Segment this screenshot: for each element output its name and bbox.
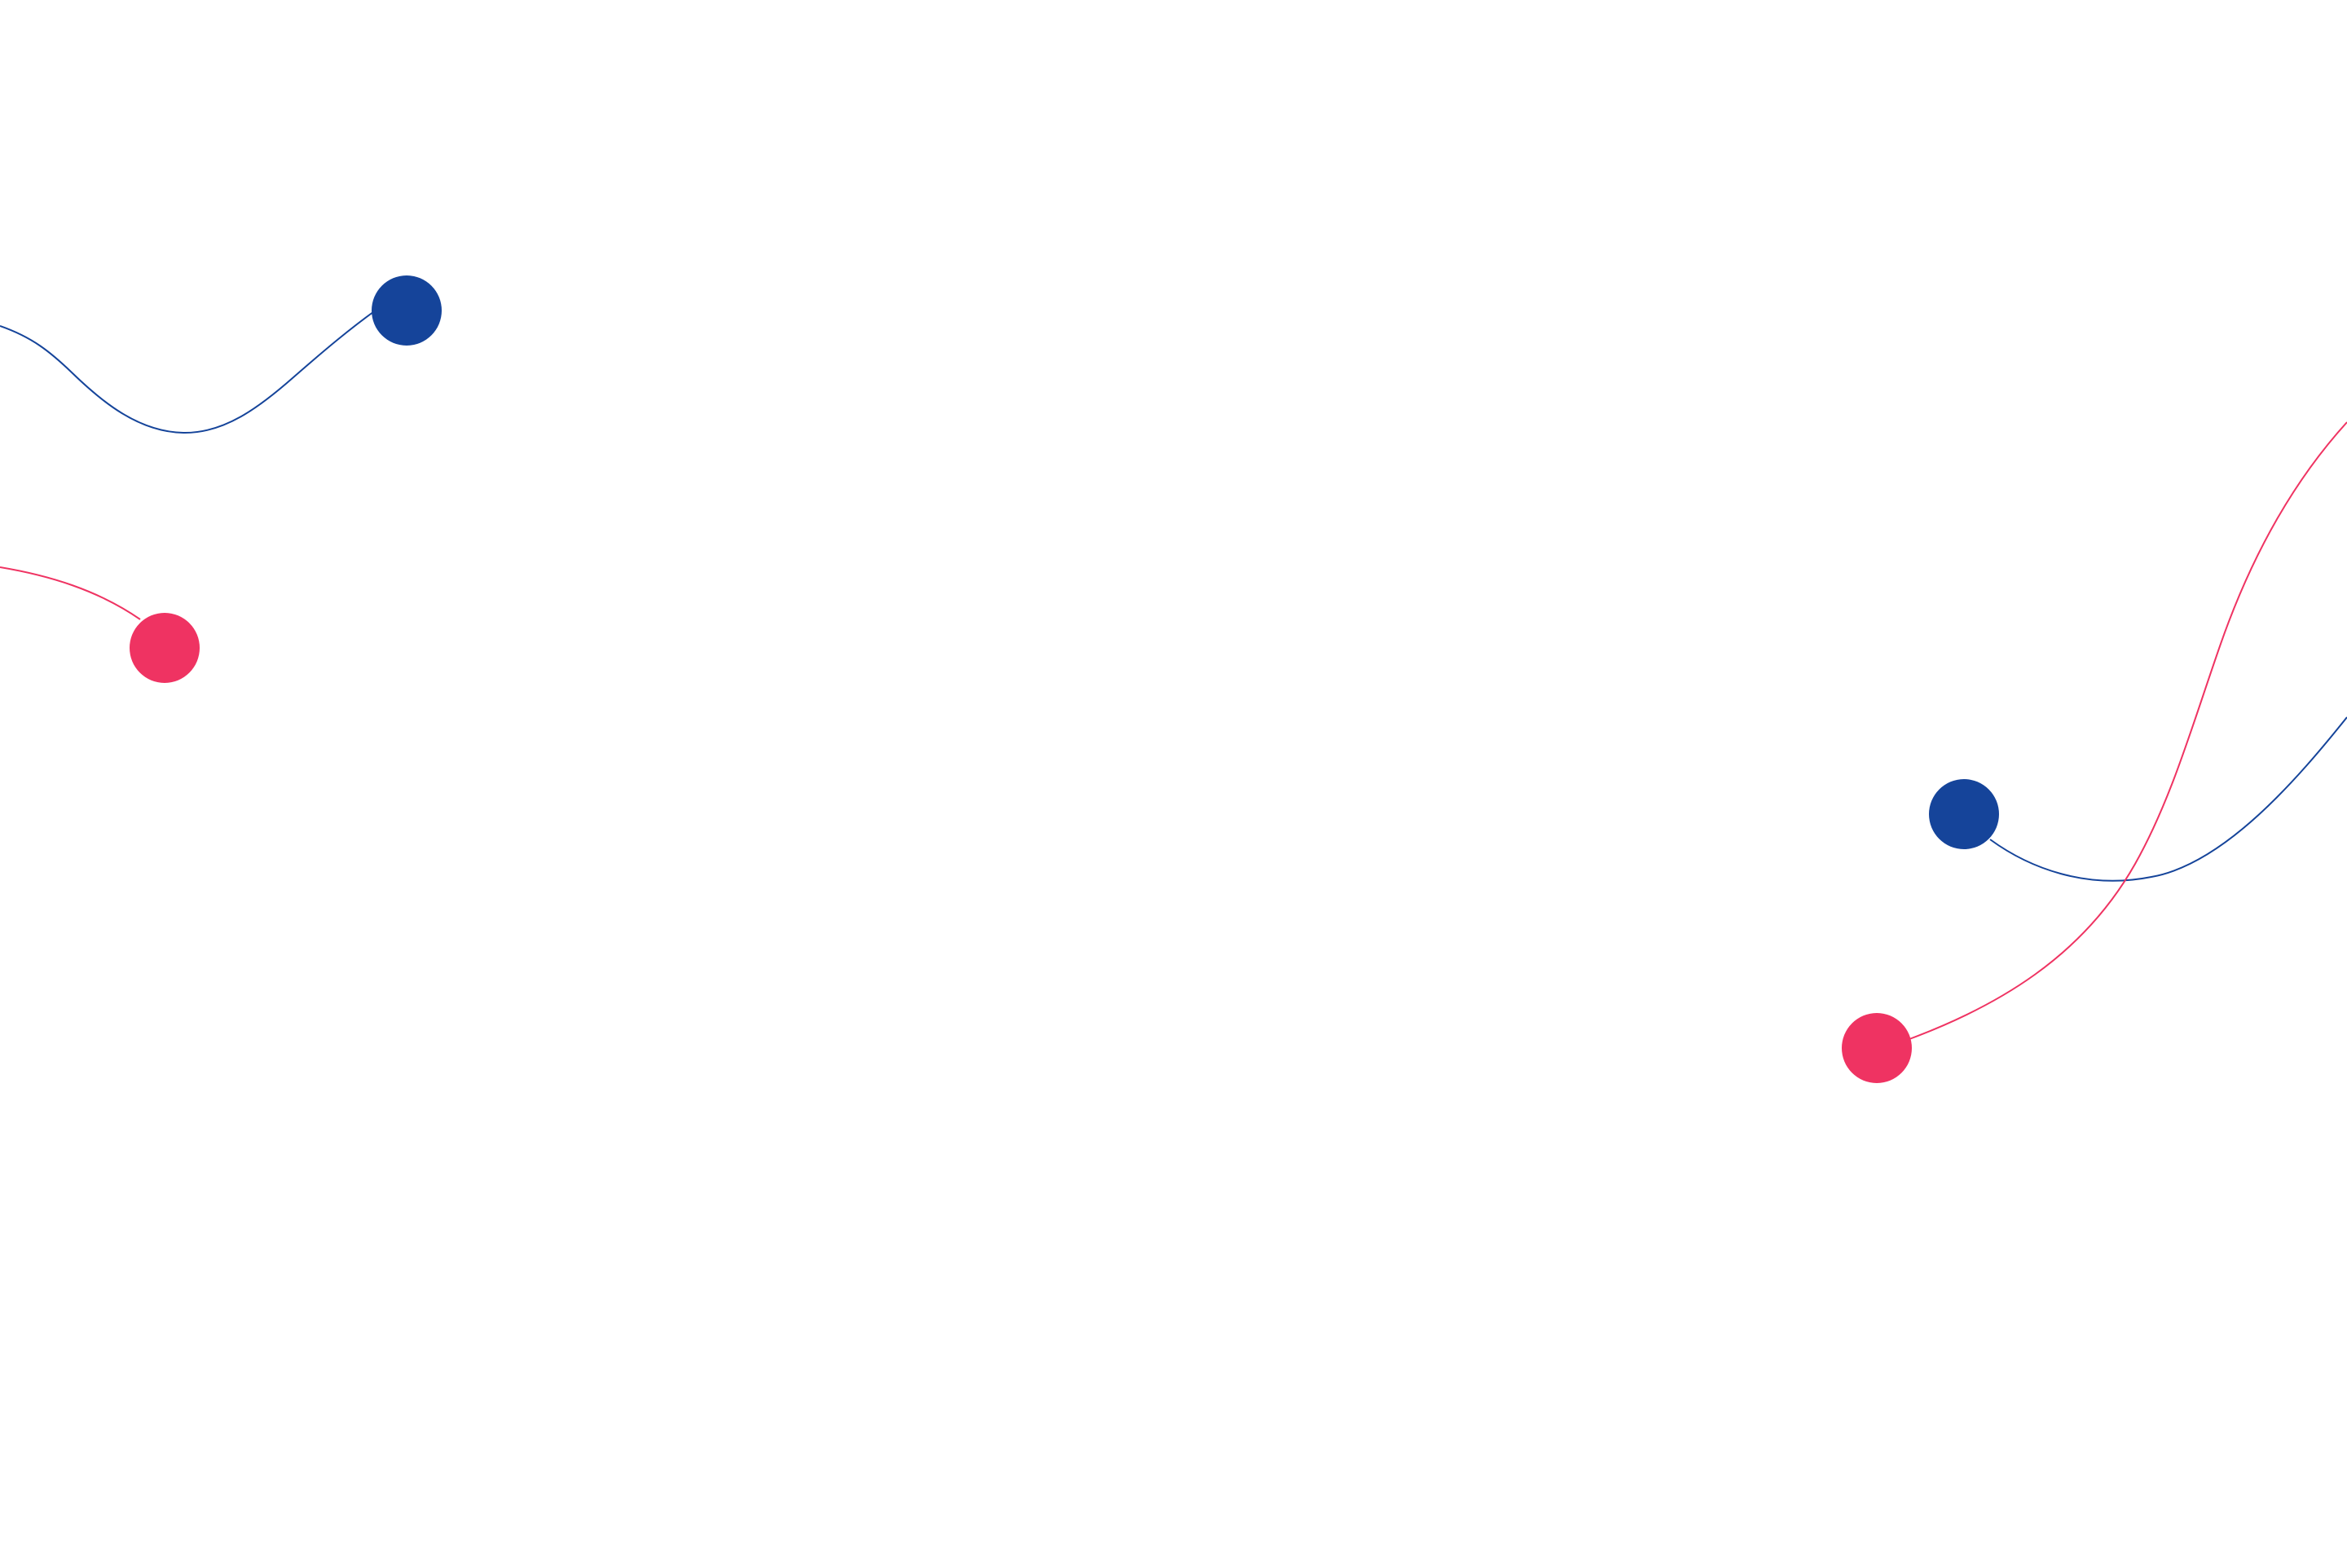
decorative-dot-blue-right	[1929, 779, 1999, 849]
decorative-curve-pink-right	[1909, 421, 2347, 1040]
decorative-curve-blue-top-left	[0, 309, 377, 434]
decorative-dot-blue-top-left	[372, 275, 442, 346]
decorative-curve-pink-left	[0, 566, 141, 620]
decorative-dot-pink-right	[1842, 1013, 1912, 1083]
decorative-curve-blue-right	[1989, 716, 2347, 882]
decorative-dot-pink-left	[130, 613, 200, 683]
